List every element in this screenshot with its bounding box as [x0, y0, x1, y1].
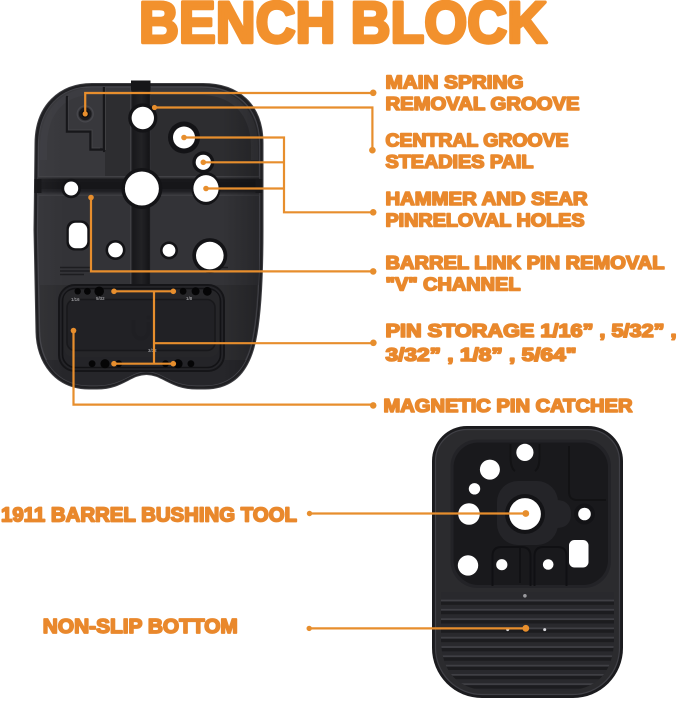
- svg-text:NON-SLIP BOTTOM: NON-SLIP BOTTOM: [43, 615, 238, 638]
- svg-text:MAIN SPRING: MAIN SPRING: [386, 73, 524, 93]
- svg-text:5/32: 5/32: [96, 296, 105, 301]
- svg-text:CENTRAL GROOVE: CENTRAL GROOVE: [386, 130, 569, 150]
- svg-text:PINRELOVAL HOLES: PINRELOVAL HOLES: [386, 211, 585, 231]
- svg-text:3/32: 3/32: [148, 348, 157, 353]
- svg-text:REMOVAL GROOVE: REMOVAL GROOVE: [386, 94, 580, 114]
- svg-text:MAGNETIC PIN CATCHER: MAGNETIC PIN CATCHER: [384, 396, 633, 416]
- svg-text:1/8: 1/8: [186, 296, 193, 301]
- svg-text:1911 BARREL BUSHING TOOL: 1911 BARREL BUSHING TOOL: [1, 504, 297, 527]
- svg-text:HAMMER AND SEAR: HAMMER AND SEAR: [386, 189, 588, 209]
- svg-text:3/32” , 1/8” , 5/64": 3/32” , 1/8” , 5/64": [386, 345, 577, 365]
- svg-text:STEADIES PAIL: STEADIES PAIL: [386, 152, 534, 172]
- svg-text:1/16: 1/16: [71, 297, 80, 302]
- svg-text:"V" CHANNEL: "V" CHANNEL: [386, 275, 521, 295]
- svg-text:BENCH BLOCK: BENCH BLOCK: [139, 0, 547, 56]
- svg-text:PIN STORAGE 1/16” , 5/32” ,: PIN STORAGE 1/16” , 5/32” ,: [386, 321, 677, 341]
- svg-text:BARREL LINK PIN REMOVAL: BARREL LINK PIN REMOVAL: [386, 253, 665, 273]
